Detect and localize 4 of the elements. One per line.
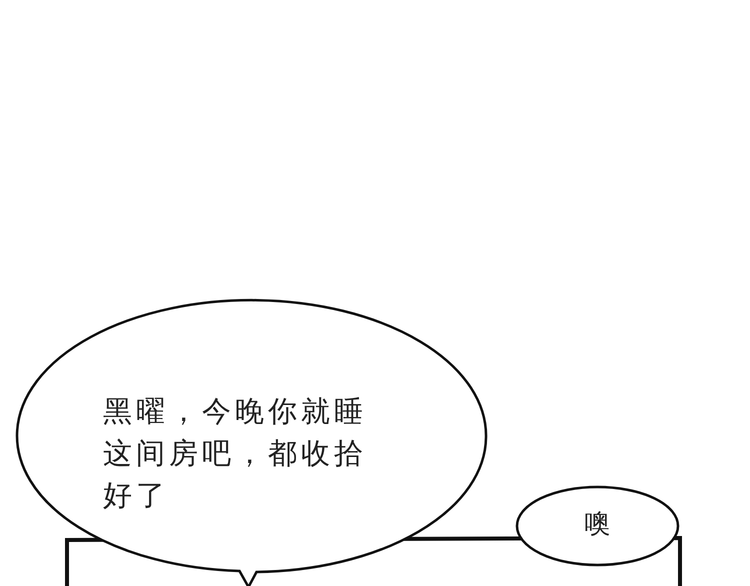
speech-bubble (16, 298, 488, 586)
dialogue-text: 黑曜，今晚你就睡这间房吧，都收拾好了 (103, 393, 368, 514)
speech-bubble (516, 486, 680, 566)
dialogue-text: 噢 (584, 509, 612, 540)
